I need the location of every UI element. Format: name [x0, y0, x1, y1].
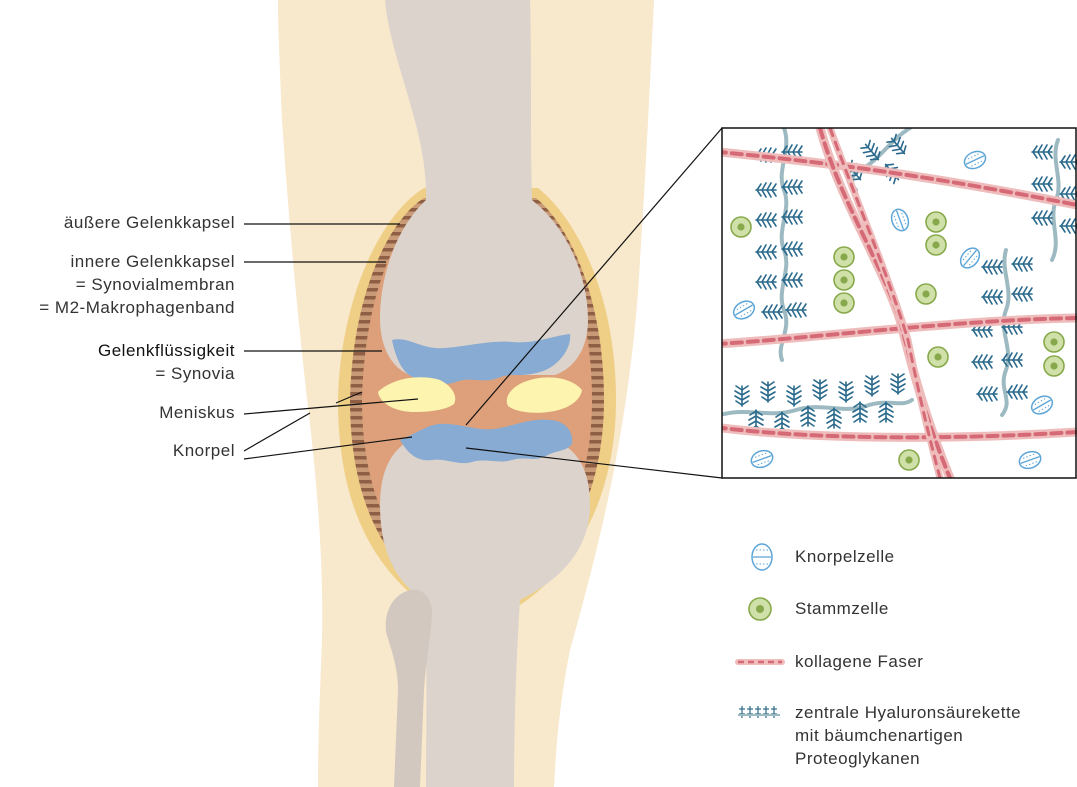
- label-synovial-membrane: = Synovialmembran: [76, 275, 235, 295]
- legend-icons: [738, 544, 782, 718]
- legend-cartilage-cell-icon: [752, 544, 772, 570]
- legend-hyaluronic-chain-icon: [738, 706, 780, 718]
- label-m2-macrophage-band: = M2-Makrophagenband: [39, 298, 235, 318]
- label-outer-capsule: äußere Gelenkkapsel: [64, 213, 235, 233]
- legend-cartilage-cell-label: Knorpelzelle: [795, 547, 895, 567]
- label-synovia: = Synovia: [155, 364, 235, 384]
- legend-hyaluronic-label-line3: Proteoglykanen: [795, 749, 920, 769]
- legend-stem-cell-icon: [749, 598, 771, 620]
- legend-hyaluronic-label-line2: mit bäumchenartigen: [795, 726, 963, 746]
- microscopic-detail-box: [700, 128, 1077, 478]
- legend-collagen-fiber-label: kollagene Faser: [795, 652, 923, 672]
- label-cartilage: Knorpel: [173, 441, 235, 461]
- label-inner-capsule: innere Gelenkkapsel: [71, 252, 235, 272]
- legend-hyaluronic-label-line1: zentrale Hyaluronsäurekette: [795, 703, 1021, 723]
- legend-stem-cell-label: Stammzelle: [795, 599, 889, 619]
- label-meniscus: Meniskus: [159, 403, 235, 423]
- label-synovial-fluid: Gelenkflüssigkeit: [98, 341, 235, 361]
